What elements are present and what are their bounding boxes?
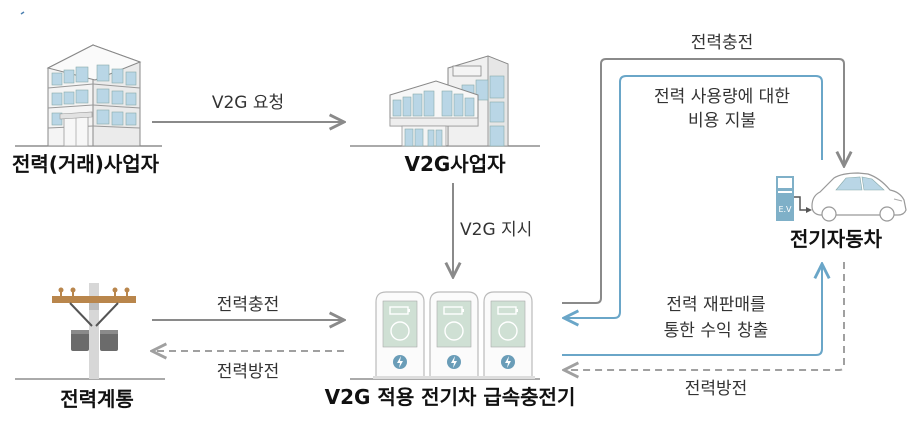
resale-label-line1: 전력 재판매를 bbox=[666, 295, 765, 315]
node-v2g-operator: V2G사업자 bbox=[404, 152, 506, 176]
grid-charge-label: 전력충전 bbox=[217, 295, 280, 315]
office-building-icon bbox=[15, 44, 162, 147]
resale-label-line2: 통한 수익 창출 bbox=[664, 321, 769, 341]
ev-charge-arrow bbox=[562, 58, 844, 304]
ev-station-label: E.V bbox=[778, 205, 792, 214]
node-power-trader: 전력(거래)사업자 bbox=[12, 152, 160, 176]
charger-unit-icon bbox=[481, 291, 535, 379]
corner-mark bbox=[20, 11, 25, 15]
ev-charging-station-icon: E.V bbox=[776, 176, 812, 221]
grid-discharge-label: 전력방전 bbox=[217, 362, 280, 382]
v2g-instruction-label: V2G 지시 bbox=[460, 220, 532, 240]
resale-arrow bbox=[562, 264, 822, 356]
payment-label-line2: 비용 지불 bbox=[688, 111, 756, 131]
v2g-request-label: V2G 요청 bbox=[212, 93, 284, 113]
ev-discharge-arrow bbox=[564, 262, 845, 370]
v2g-operator-building-icon bbox=[350, 55, 540, 147]
payment-label-line1: 전력 사용량에 대한 bbox=[654, 87, 790, 107]
charger-unit-icon bbox=[373, 291, 427, 379]
charger-unit-icon bbox=[427, 291, 481, 379]
ev-discharge-label: 전력방전 bbox=[685, 379, 748, 399]
ev-charge-label: 전력충전 bbox=[691, 33, 754, 53]
node-ev: 전기자동차 bbox=[790, 227, 883, 251]
fast-charger-icons bbox=[350, 291, 540, 380]
node-charger: V2G 적용 전기차 급속충전기 bbox=[325, 385, 576, 409]
utility-pole-icon bbox=[15, 283, 165, 380]
payment-arrow bbox=[564, 75, 823, 318]
electric-car-icon bbox=[811, 172, 907, 222]
node-grid: 전력계통 bbox=[60, 387, 134, 411]
